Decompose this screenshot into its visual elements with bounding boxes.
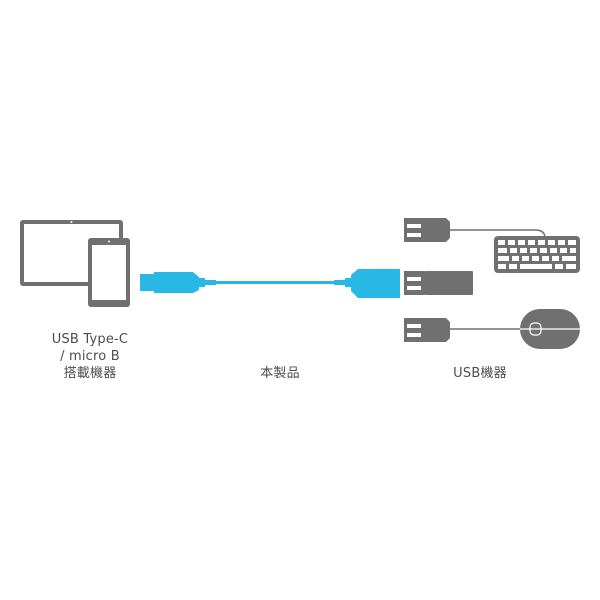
product-caption: 本製品 xyxy=(260,366,300,381)
host-caption-line2: / micro B xyxy=(60,349,120,364)
mouse-device xyxy=(404,309,580,349)
usb-plug-icon xyxy=(404,218,450,242)
smartphone-icon xyxy=(88,238,130,307)
host-caption-line3: 搭載機器 xyxy=(63,366,117,381)
usb-plug-icon xyxy=(404,318,450,342)
mouse-icon xyxy=(520,309,580,349)
host-device-caption: USB Type-C / micro B 搭載機器 xyxy=(20,331,160,382)
usb-a-receptacle xyxy=(351,269,400,298)
usb-c-plug-body xyxy=(154,272,199,293)
usb-devices-caption: USB機器 xyxy=(453,366,507,381)
cable-line xyxy=(216,281,334,284)
usb-c-plug-tip xyxy=(140,274,154,291)
adapter-cable xyxy=(140,269,400,298)
keyboard-icon xyxy=(494,236,580,273)
host-caption-line1: USB Type-C xyxy=(51,332,129,347)
keyboard-device xyxy=(404,218,580,273)
usb-a-plug-icon xyxy=(404,271,473,295)
